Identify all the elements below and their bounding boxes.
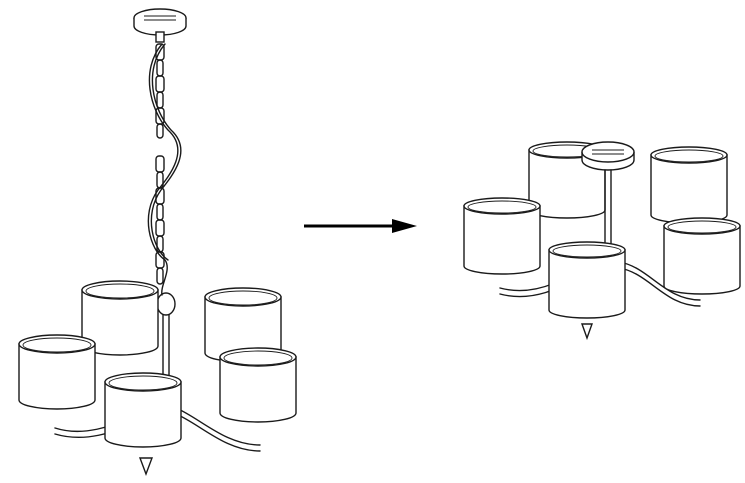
flush-chandelier: [463, 141, 741, 341]
flush-shade-front-center: [548, 241, 626, 319]
flush-shade-front-left: [463, 197, 541, 275]
shade-front-right: [219, 347, 297, 423]
flush-shade-front-right: [663, 217, 741, 295]
flush-ceiling-plate: [581, 141, 635, 251]
bottom-finial: [138, 457, 154, 476]
hanging-loop: [156, 292, 176, 316]
shade-front-center: [104, 372, 182, 448]
ceiling-canopy: [133, 8, 187, 43]
flush-bottom-finial: [581, 323, 593, 341]
power-cable: [147, 43, 179, 296]
flush-shade-back-right: [650, 146, 728, 224]
hanging-chandelier: [18, 8, 297, 476]
conversion-arrow: [304, 219, 417, 233]
shade-front-left: [18, 334, 96, 410]
